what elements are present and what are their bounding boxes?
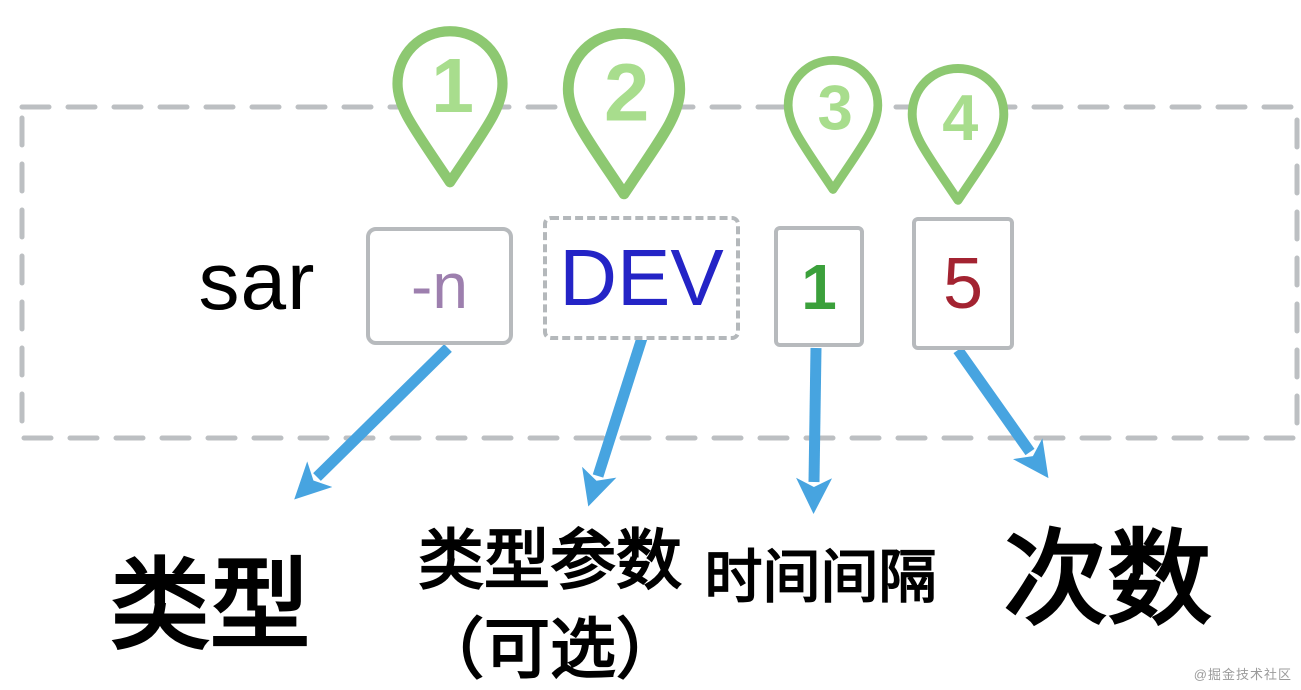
label-count: 次数 xyxy=(1003,522,1212,638)
label-type-param-main: 类型参数 xyxy=(418,523,682,597)
watermark: @掘金技术社区 xyxy=(1193,667,1292,682)
interval-text: 1 xyxy=(801,250,837,323)
pin-number: 4 xyxy=(942,81,978,154)
arrow-interval-icon xyxy=(796,347,833,514)
label-type: 类型 xyxy=(110,550,310,662)
arrow-type-icon xyxy=(294,344,452,500)
arrow-type-param-icon xyxy=(582,336,648,507)
type-flag-box: -n xyxy=(366,227,513,345)
dashed-boundary-box xyxy=(19,104,1300,441)
pin-number: 1 xyxy=(431,43,474,129)
pin-number: 3 xyxy=(818,73,853,143)
pin-1-icon: 1 xyxy=(392,26,508,188)
pin-number: 2 xyxy=(604,47,649,138)
type-flag-text: -n xyxy=(411,250,468,322)
arrow-count-icon xyxy=(953,346,1049,479)
pin-4-icon: 4 xyxy=(907,64,1009,205)
command-name-sar: sar xyxy=(198,236,316,327)
pin-2-icon: 2 xyxy=(562,28,686,200)
count-text: 5 xyxy=(942,243,984,324)
type-parameter-text: DEV xyxy=(559,233,724,322)
label-interval: 时间间隔 xyxy=(704,545,937,610)
interval-box: 1 xyxy=(774,226,864,347)
pin-3-icon: 3 xyxy=(783,56,883,194)
label-type-param-optional: （可选） xyxy=(418,612,682,687)
label-type-param: 类型参数 （可选） xyxy=(395,516,705,690)
count-box: 5 xyxy=(912,217,1014,350)
type-parameter-box: DEV xyxy=(543,216,740,340)
